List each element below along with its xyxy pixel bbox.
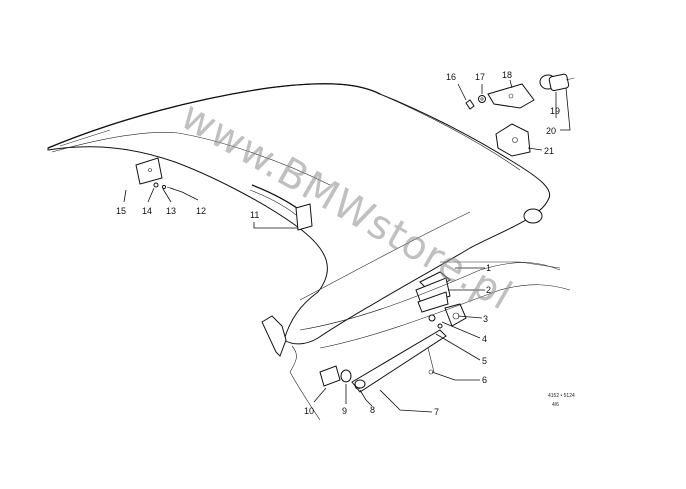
part-10-nut bbox=[319, 365, 341, 387]
callout-1: 1 bbox=[486, 263, 491, 273]
part-8-washer bbox=[354, 379, 366, 389]
callout-16: 16 bbox=[446, 72, 456, 82]
part-21-striker bbox=[495, 123, 531, 157]
part-9-bushing bbox=[340, 369, 352, 383]
callout-10: 10 bbox=[304, 406, 314, 416]
part-11-clip bbox=[295, 203, 313, 231]
callout-18: 18 bbox=[502, 70, 512, 80]
reference-code: 4152 • 5124 bbox=[548, 393, 575, 399]
part-2-hinge-plate bbox=[417, 291, 449, 313]
callout-8: 8 bbox=[370, 405, 375, 415]
callout-7: 7 bbox=[434, 407, 439, 417]
callout-6: 6 bbox=[482, 375, 487, 385]
callout-5: 5 bbox=[482, 356, 487, 366]
body-structure bbox=[289, 261, 571, 421]
part-19-lock-cylinder bbox=[539, 73, 575, 92]
callout-14: 14 bbox=[142, 206, 152, 216]
callout-20: 20 bbox=[546, 126, 556, 136]
callout-9: 9 bbox=[342, 406, 347, 416]
part-18-latch-plate bbox=[487, 83, 535, 109]
callout-12: 12 bbox=[196, 206, 206, 216]
leader-lines bbox=[123, 79, 571, 413]
part-15-bracket bbox=[135, 157, 163, 185]
part-16-screw bbox=[465, 99, 475, 110]
callout-19: 19 bbox=[550, 106, 560, 116]
callout-21: 21 bbox=[544, 146, 554, 156]
callout-13: 13 bbox=[166, 206, 176, 216]
part-3-pivot bbox=[444, 303, 467, 327]
page-ref: 4/6 bbox=[552, 402, 559, 408]
callout-4: 4 bbox=[482, 334, 487, 344]
callout-15: 15 bbox=[116, 206, 126, 216]
callout-3: 3 bbox=[483, 314, 488, 324]
part-4-5-bolts bbox=[428, 314, 443, 329]
part-17-washer bbox=[478, 95, 486, 103]
callout-2: 2 bbox=[486, 285, 491, 295]
part-6-rod bbox=[427, 347, 435, 375]
callout-11: 11 bbox=[250, 210, 259, 220]
part-7-strut bbox=[351, 329, 447, 393]
callouts: 1 2 3 4 5 6 7 8 9 10 11 12 13 14 15 16 1… bbox=[116, 70, 560, 417]
callout-17: 17 bbox=[475, 72, 485, 82]
